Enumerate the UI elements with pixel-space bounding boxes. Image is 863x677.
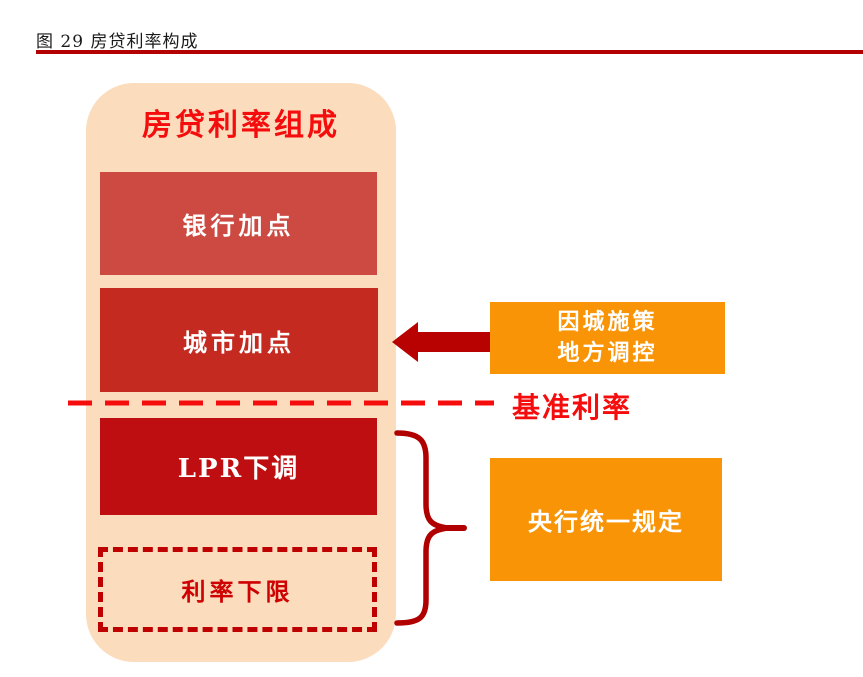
callout-pboc: 央行统一规定 <box>490 458 722 581</box>
box-lpr-cut-label: LPR下调 <box>177 454 300 484</box>
box-rate-floor: 利率下限 <box>98 547 377 632</box>
left-arrow-icon <box>392 322 490 362</box>
figure-caption: 图 29 房贷利率构成 <box>36 32 199 52</box>
caption-rule <box>36 50 863 54</box>
curly-brace-icon <box>394 430 449 626</box>
box-city-markup: 城市加点 <box>100 288 378 392</box>
box-bank-markup-label: 银行加点 <box>182 211 295 240</box>
callout-city-policy: 因城施策 地方调控 <box>490 302 725 374</box>
callout-city-policy-line1: 因城施策 <box>557 309 658 335</box>
diagram-title: 房贷利率组成 <box>142 108 340 143</box>
box-city-markup-label: 城市加点 <box>183 327 295 357</box>
box-lpr-cut: LPR下调 <box>100 418 377 515</box>
box-rate-floor-label: 利率下限 <box>181 577 294 606</box>
callout-city-policy-line2: 地方调控 <box>557 340 658 366</box>
box-bank-markup: 银行加点 <box>100 172 377 275</box>
callout-pboc-label: 央行统一规定 <box>528 507 684 536</box>
benchmark-rate-label: 基准利率 <box>512 391 633 424</box>
